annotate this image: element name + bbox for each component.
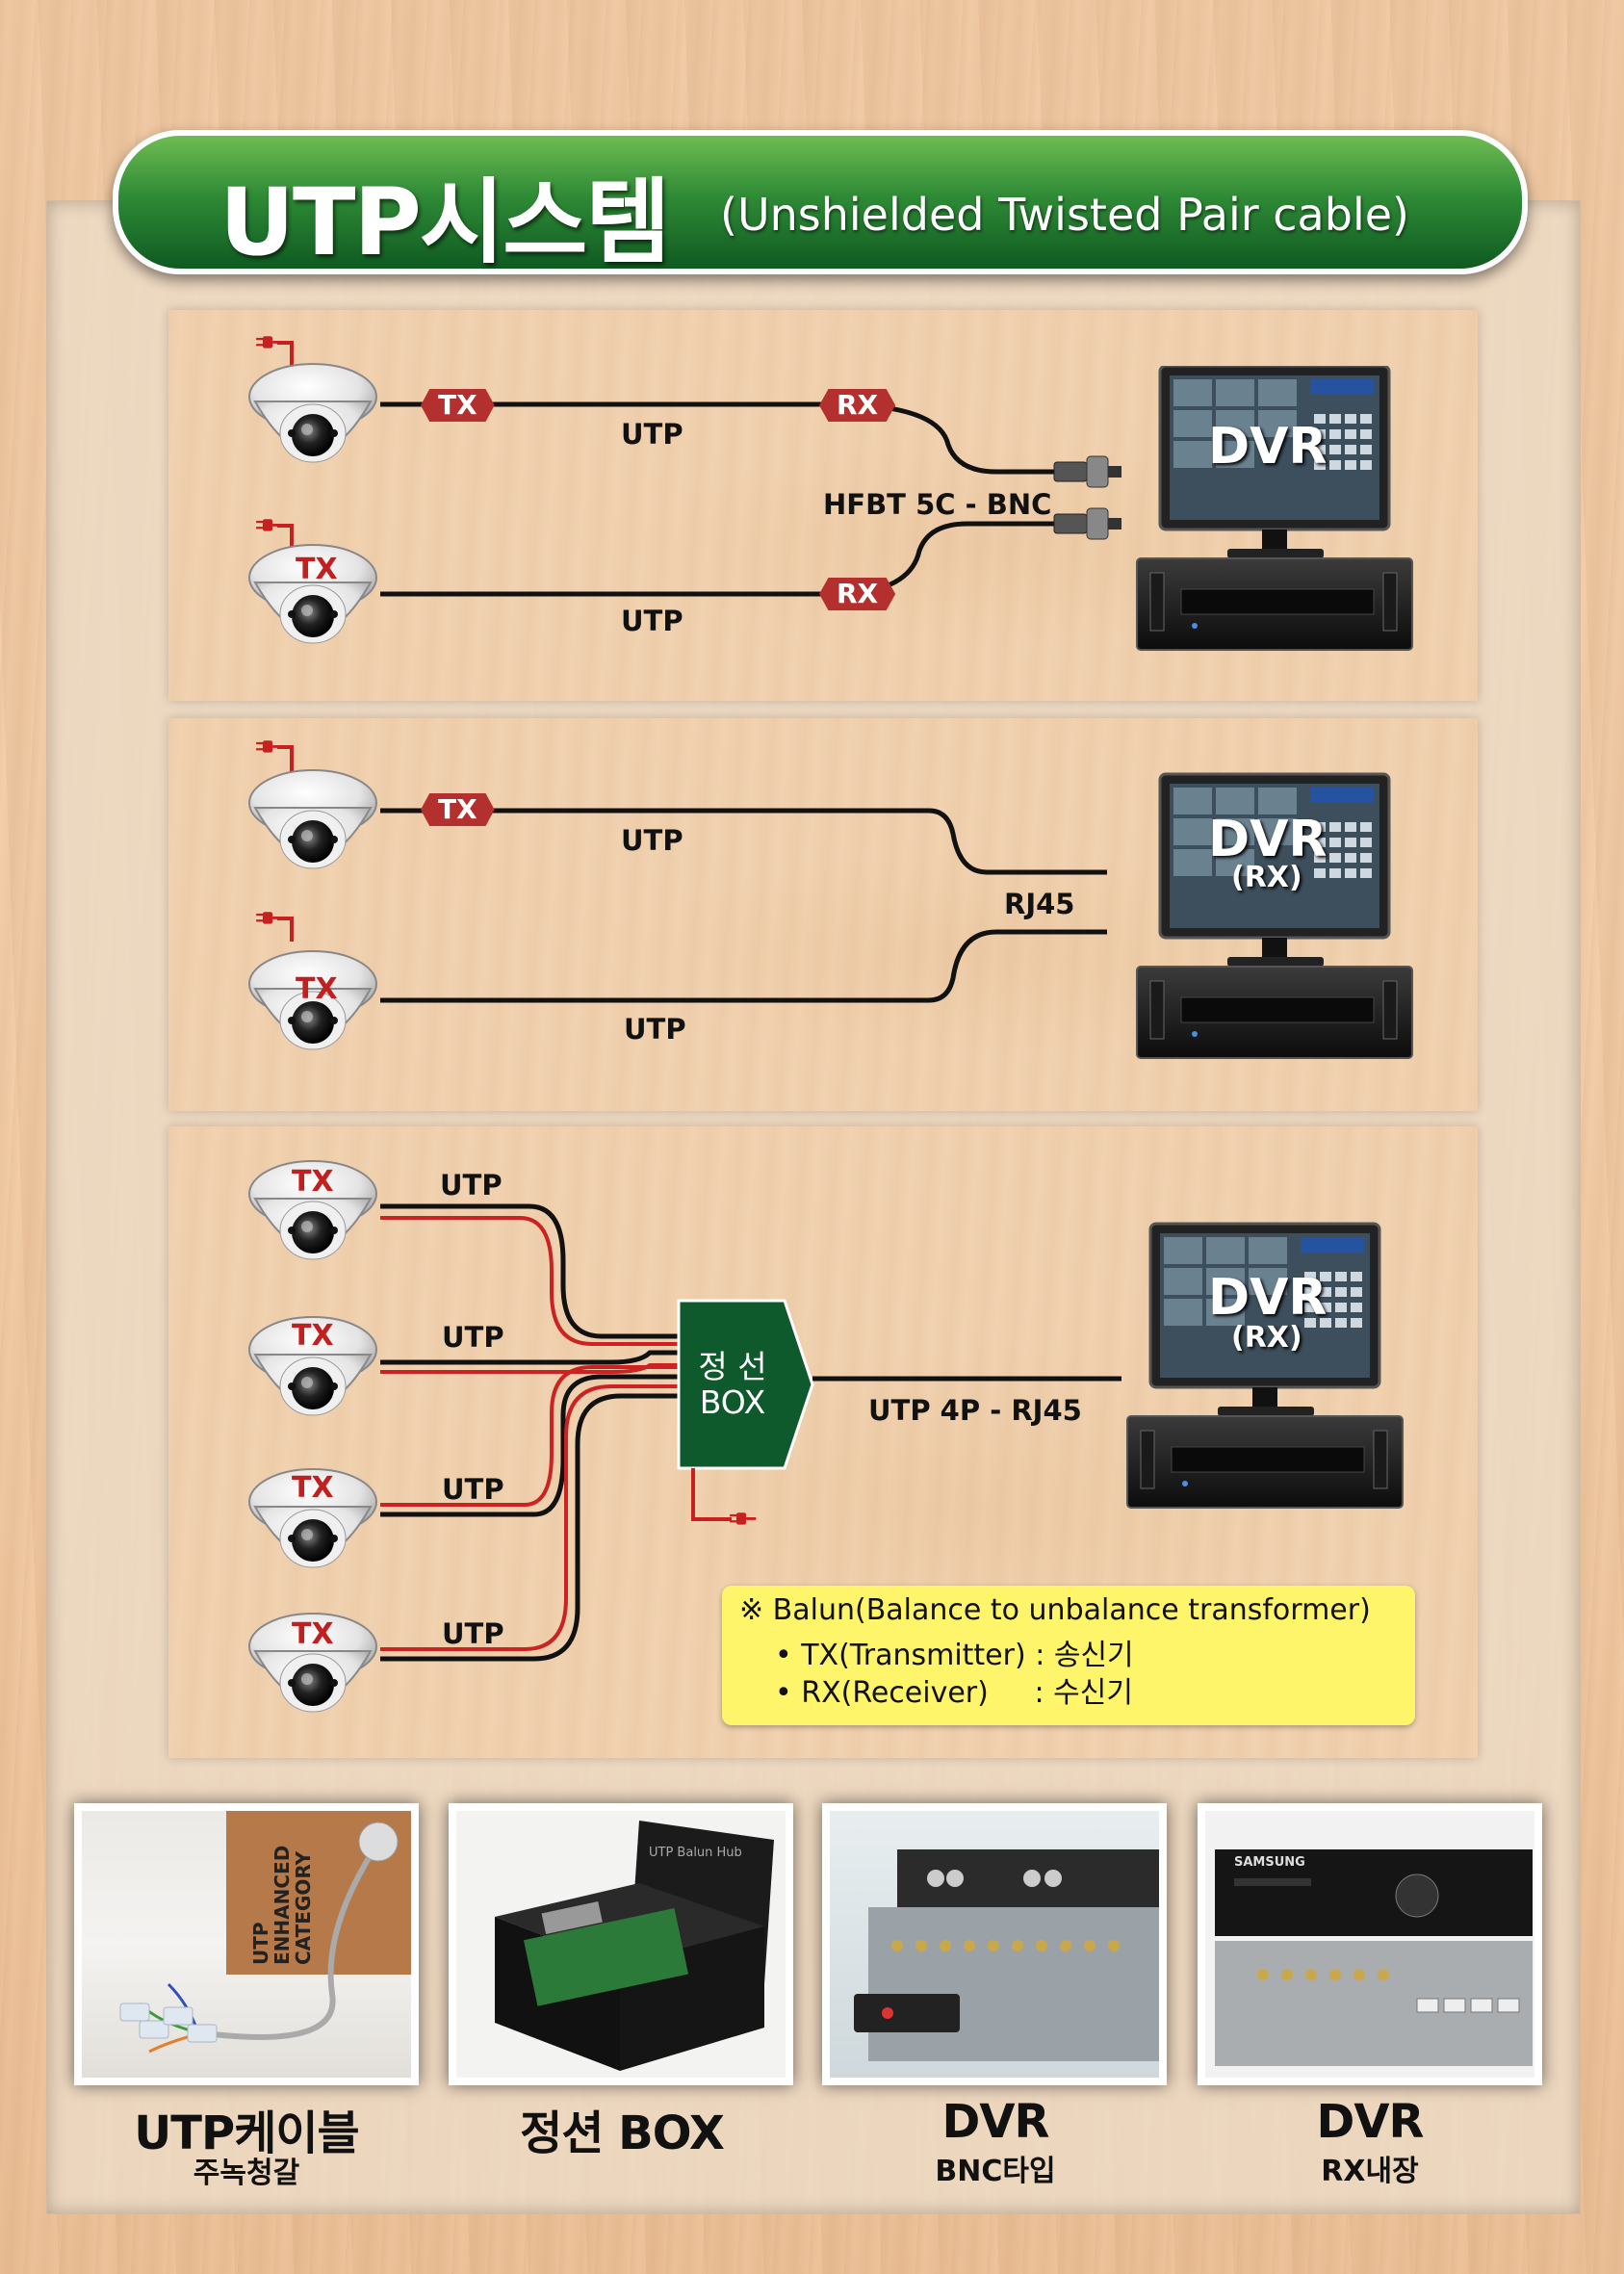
utp-label: UTP — [621, 605, 683, 637]
dvr-rx-label: (RX) — [1231, 861, 1302, 894]
junction-box-label-line2: BOX — [699, 1383, 766, 1421]
dvr-label: DVR — [1208, 1269, 1328, 1327]
photo-dvr-rx: SAMSUNG — [1198, 1803, 1542, 2085]
note-line: • TX(Transmitter) : 송신기 — [775, 1639, 1134, 1672]
power-plug-icon — [729, 1511, 758, 1527]
camera-tx-label: TX — [292, 1471, 334, 1505]
rx-balun-tag: RX — [819, 389, 896, 422]
panel2-wiring — [248, 738, 1414, 1060]
diagram-panel-rj45: TX TX UTP UTP RJ45 DVR (RX) — [168, 718, 1478, 1111]
dvr-icon — [1125, 1222, 1405, 1510]
camera-tx-label: TX — [296, 553, 338, 586]
note-line: ※ Balun(Balance to unbalance transformer… — [739, 1593, 1371, 1627]
dome-camera-icon — [248, 363, 377, 463]
caption-utp-cable: UTP케이블 — [134, 2106, 359, 2160]
page-title: UTP시스템 — [219, 168, 671, 276]
camera-tx-label: TX — [292, 1165, 334, 1199]
caption-dvr-bnc-sub: BNC타입 — [935, 2155, 1056, 2188]
camera-tx-label: TX — [296, 972, 338, 1006]
title-banner: UTP시스템 (Unshielded Twisted Pair cable) — [113, 130, 1528, 276]
caption-utp-cable-sub: 주녹청갈 — [193, 2157, 300, 2190]
junction-box-photo — [495, 1821, 774, 2071]
junction-box-label-line1: 정 선 — [698, 1348, 767, 1385]
box-photo-label: UTP Balun Hub — [649, 1846, 742, 1860]
panel3-wiring — [248, 1160, 1405, 1713]
dvr-rx-photo — [1215, 1849, 1533, 2066]
caption-junction-box: 정션 BOX — [520, 2106, 725, 2160]
caption-dvr-rx-sub: RX내장 — [1321, 2155, 1419, 2188]
balun-note: ※ Balun(Balance to unbalance transformer… — [722, 1586, 1415, 1725]
photo-dvr-bnc — [822, 1803, 1167, 2085]
cable-illustration — [119, 1822, 399, 2054]
connector-label: HFBT 5C - BNC — [823, 488, 1052, 521]
dvr-label: DVR — [1208, 811, 1328, 868]
diagram-panel-bnc: TX RX RX TX UTP UTP HFBT 5C - BNC DVR — [168, 310, 1478, 701]
note-line: • RX(Receiver) : 수신기 — [775, 1676, 1133, 1710]
dvr-label: DVR — [1208, 418, 1328, 476]
utp-label: UTP — [621, 418, 683, 451]
dvr-brand-label: SAMSUNG — [1234, 1855, 1305, 1870]
photo-junction-box: UTP Balun Hub — [449, 1803, 793, 2085]
rx-balun-tag: RX — [819, 578, 896, 610]
connector-label: RJ45 — [1004, 888, 1075, 920]
caption-dvr-rx: DVR — [1316, 2095, 1425, 2149]
camera-tx-label: TX — [292, 1617, 334, 1651]
tx-balun-tag: TX — [421, 389, 495, 422]
utp-label: UTP — [442, 1473, 504, 1506]
dvr-rx-label: (RX) — [1231, 1321, 1302, 1355]
utp-label: UTP — [440, 1169, 503, 1202]
junction-box: 정 선 BOX — [675, 1301, 812, 1468]
utp-label: UTP — [621, 824, 683, 857]
dvr-icon — [1135, 366, 1414, 652]
page-subtitle: (Unshielded Twisted Pair cable) — [720, 189, 1409, 241]
diagram-panel-junction-box: TX TX TX TX UTP UTP UTP UTP 정 선 BOX UTP … — [168, 1126, 1478, 1758]
camera-tx-label: TX — [292, 1319, 334, 1353]
caption-dvr-bnc: DVR — [941, 2095, 1050, 2149]
dvr-bnc-photo — [854, 1849, 1159, 2061]
bnc-connector-icon — [1053, 455, 1121, 488]
trunk-cable-label: UTP 4P - RJ45 — [868, 1394, 1082, 1427]
dome-camera-icon — [248, 769, 377, 869]
bnc-connector-icon — [1053, 507, 1121, 540]
junction-box-shape — [677, 1299, 814, 1470]
photo-utp-cable: UTP ENHANCED CATEGORY — [74, 1803, 419, 2085]
utp-label: UTP — [624, 1013, 686, 1046]
utp-label: UTP — [442, 1321, 504, 1354]
utp-label: UTP — [442, 1617, 504, 1650]
tx-balun-tag: TX — [421, 793, 495, 826]
